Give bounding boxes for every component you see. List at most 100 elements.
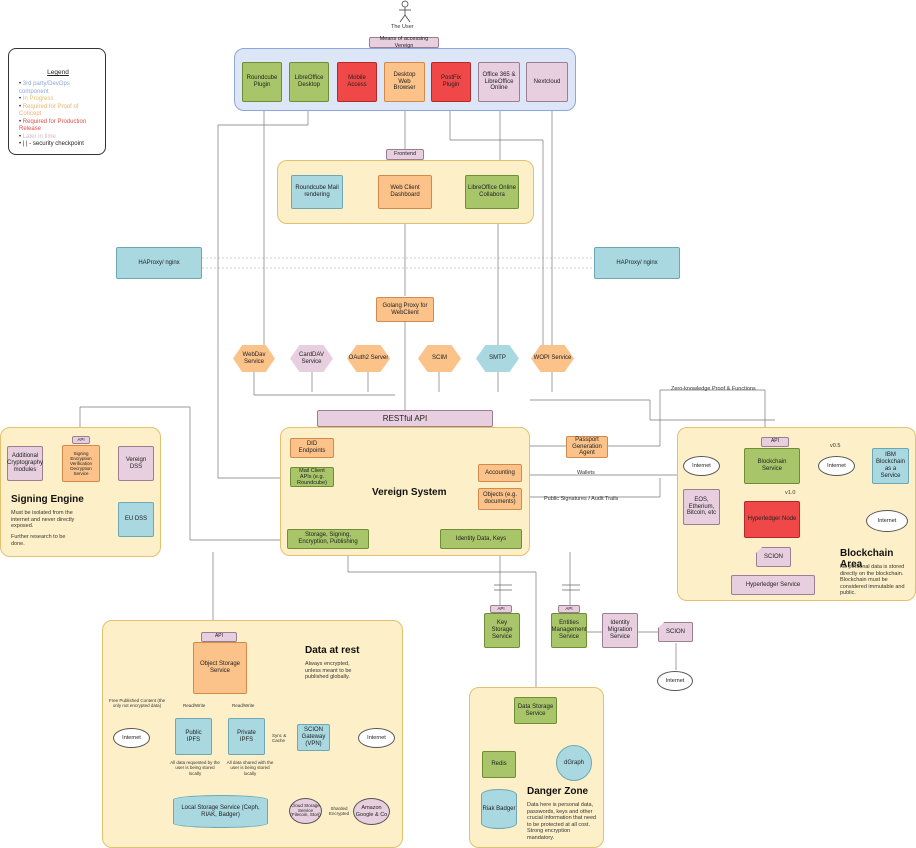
keystore-api: API <box>490 605 512 613</box>
sharded-encrypted-label: Sharded Encrypted <box>328 806 350 817</box>
rw1-label: Read/Write <box>183 703 206 708</box>
rw2-label: Read/Write <box>232 703 255 708</box>
restful-api: RESTful API <box>317 410 493 427</box>
danger-title: Danger Zone <box>527 786 589 797</box>
signing-title: Signing Engine <box>11 494 84 505</box>
entities-api: API <box>558 605 580 613</box>
rest-title: Data at rest <box>305 645 360 656</box>
local-storage-service: Local Storage Service (Ceph, RIAK, Badge… <box>173 795 268 828</box>
wallets-label: Wallets <box>577 470 595 476</box>
legend-bullet-icon: • <box>19 141 23 147</box>
signing-note1: Must be isolated from the internet and n… <box>11 510 75 530</box>
blockchain-title: Blockchain Area <box>840 548 894 570</box>
vereign-dss: Vereign DSS <box>118 446 154 481</box>
additional-crypto: Additional Cryptography modules <box>7 446 43 481</box>
rest-api: API <box>201 632 237 642</box>
public-ipfs: Public IPFS <box>175 718 212 755</box>
user-icon <box>399 0 411 23</box>
legend-list: • 3rd party/DevOps component• In Progres… <box>19 81 101 149</box>
legend-bullet-icon: • <box>19 133 23 140</box>
internet-cloud-1: Internet <box>683 456 720 476</box>
dgraph: dGraph <box>556 745 592 781</box>
legend-item: • | | - security checkpoint <box>19 141 101 149</box>
desktop-web-browser: Desktop Web Browser <box>384 62 425 102</box>
zkp-label: Zero-knowledge Proof & Functions <box>671 386 756 392</box>
office365-libreoffice-online: Office 365 & LibreOffice Online <box>478 62 520 102</box>
carddav-service: CardDAV Service <box>290 345 333 372</box>
accounting: Accounting <box>478 464 522 482</box>
rest-note: Always encrypted, unless meant to be pub… <box>305 661 352 681</box>
free-published: Free Published Content (the only not enc… <box>108 698 166 709</box>
v05-label: v0.5 <box>830 443 841 449</box>
internet-cloud-rest-left: Internet <box>113 728 150 748</box>
scion-gateway: SCION Gateway (VPN) <box>297 724 330 751</box>
blockchain-api: API <box>761 437 789 447</box>
signing-note2: Further research to be done. <box>11 534 66 547</box>
postfix-plugin: PostFix Plugin <box>431 62 471 102</box>
legend-item: • 3rd party/DevOps component <box>19 81 101 96</box>
legend: Legend • 3rd party/DevOps component• In … <box>8 48 106 155</box>
internet-cloud-3: Internet <box>866 510 908 532</box>
danger-note: Data here is personal data, passwords, k… <box>527 802 597 841</box>
legend-item-text: In Progress <box>22 96 54 102</box>
roundcube-mail-rendering: Roundcube Mail rendering <box>291 175 343 209</box>
legend-item: • Required for Production Release <box>19 119 101 134</box>
vereign-title: Vereign System <box>372 487 447 498</box>
libreoffice-desktop: LibreOffice Desktop <box>289 62 329 102</box>
access-header: Means of accessing Vereign <box>369 36 439 49</box>
scion-blockchain: SCION <box>756 547 791 567</box>
hyperledger-service: Hyperledger Service <box>731 575 815 595</box>
legend-item-text: 3rd party/DevOps component <box>19 81 70 95</box>
objects: Objects (e.g. documents) <box>478 488 522 510</box>
signing-service: Signing Encryption Verification Decrypti… <box>62 445 100 482</box>
mobile-access: Mobile Access <box>337 62 377 102</box>
nextcloud: Nextcloud <box>526 62 568 102</box>
eos-etherium-bitcoin: EOS, Etherium, Bitcoin, etc <box>683 489 720 525</box>
private-ipfs-note: All data shared with the user is being s… <box>226 760 274 776</box>
public-signatures-label: Public Signatures / Audit Trails <box>544 496 619 502</box>
public-ipfs-note: All data requested by the user is being … <box>170 760 220 776</box>
libreoffice-online-collabora: LibreOffice Online Collabora <box>465 175 519 209</box>
legend-item: • Later in time <box>19 134 101 142</box>
internet-cloud-rest-right: Internet <box>358 728 395 748</box>
redis: Redis <box>482 751 516 778</box>
oauth2-server: OAuth2 Server <box>347 345 390 372</box>
blockchain-service: Blockchain Service <box>744 448 800 484</box>
eu-dss: EU DSS <box>118 502 154 537</box>
haproxy-right: HAProxy/ nginx <box>594 247 680 279</box>
internet-cloud-right: Internet <box>657 671 693 691</box>
internet-cloud-2: Internet <box>818 456 855 476</box>
webdav-service: WebDav Service <box>233 345 275 372</box>
scion-right: SCION <box>658 622 693 642</box>
sync-cache-label: Sync & Cache <box>272 733 287 744</box>
riak-badger: Riak Badger <box>481 789 517 829</box>
smtp-service: SMTP <box>476 345 519 372</box>
amazon-google-cloud: Amazon Google & Co <box>353 798 390 825</box>
legend-item: • In Progress <box>19 96 101 104</box>
did-endpoints: DID Endpoints <box>290 438 334 458</box>
scim-service: SCIM <box>418 345 461 372</box>
data-storage-service: Data Storage Service <box>514 697 557 724</box>
passport-agent: Passport Generation Agent <box>566 436 608 458</box>
legend-item-text: Required for Production Release <box>19 118 87 133</box>
identity-data-keys: Identity Data, Keys <box>440 529 522 549</box>
frontend-header: Frontend <box>386 149 424 160</box>
legend-item-text: | | - security checkpoint <box>22 141 84 147</box>
legend-item: • Required for Proof of Concept <box>19 104 101 119</box>
wopi-service: WOPI Service <box>531 345 574 372</box>
cloud-storage-service: Cloud Storage Service (Filecoin, Storj) <box>289 798 322 824</box>
legend-title: Legend <box>47 69 69 76</box>
mail-client-apis: Mail Client APIs (e.g. Roundcube) <box>290 467 334 487</box>
user-label: The User <box>391 24 414 30</box>
legend-bullet-icon: • <box>19 103 23 110</box>
ibm-blockchain: IBM Blockchain as a Service <box>872 448 909 484</box>
legend-bullet-icon: • <box>19 96 23 102</box>
object-storage-service: Object Storage Service <box>193 642 247 694</box>
legend-bullet-icon: • <box>19 81 23 87</box>
roundcube-plugin: Roundcube Plugin <box>242 62 282 102</box>
hyperledger-node: Hyperledger Node <box>744 501 800 538</box>
signing-api: API <box>72 436 90 444</box>
entities-management-service: Entities Management Service <box>551 613 587 648</box>
private-ipfs: Private IPFS <box>228 718 265 755</box>
